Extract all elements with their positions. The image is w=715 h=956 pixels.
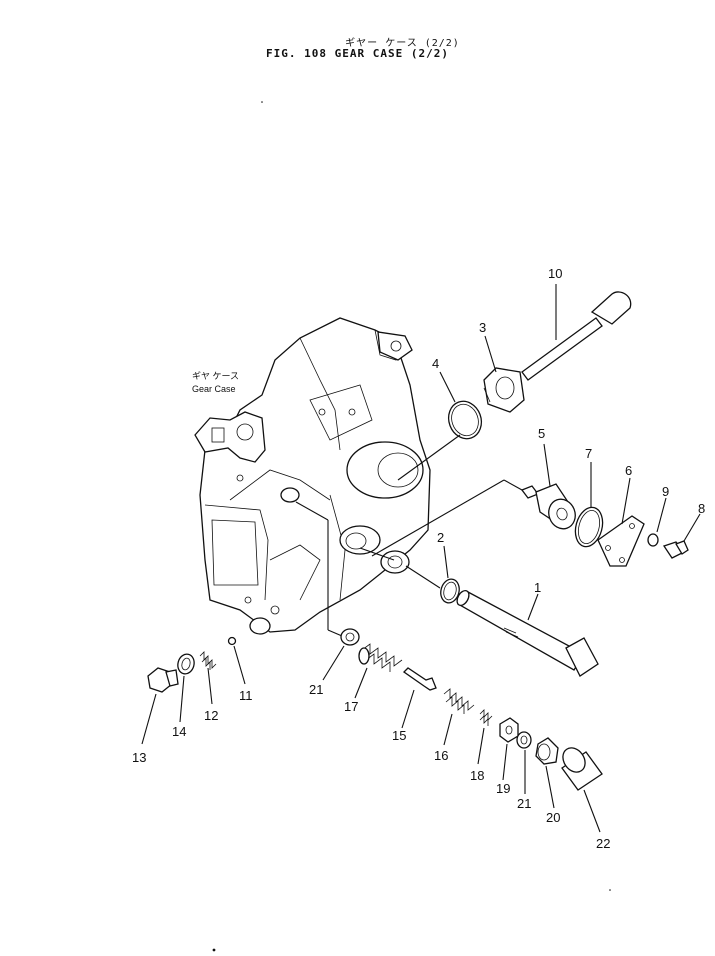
part-label-16: 16 [434, 748, 448, 763]
part-label-3: 3 [479, 320, 486, 335]
gear-case-label-japanese: ギヤ ケース [192, 371, 240, 381]
part-1-sleeve [456, 589, 599, 677]
part-5-valve-body [520, 443, 576, 530]
part-label-11: 11 [239, 688, 253, 703]
part-label-14: 14 [172, 724, 186, 739]
part-label-21-left: 21 [309, 682, 323, 697]
part-11-ball [227, 636, 246, 685]
part-6-cover-plate [597, 477, 645, 567]
part-label-10: 10 [548, 266, 562, 281]
part-label-21-right: 21 [517, 796, 531, 811]
leader-lines [295, 479, 523, 637]
part-label-12: 12 [204, 708, 218, 723]
part-label-5: 5 [538, 426, 545, 441]
part-label-9: 9 [662, 484, 669, 499]
part-label-15: 15 [392, 728, 406, 743]
part-label-2: 2 [437, 530, 444, 545]
part-21-washer [516, 731, 532, 794]
part-3-cap [483, 335, 525, 413]
part-14-gasket [177, 653, 195, 723]
part-label-7: 7 [585, 446, 592, 461]
part-label-13: 13 [132, 750, 146, 765]
part-label-20: 20 [546, 810, 560, 825]
part-label-1: 1 [534, 580, 541, 595]
print-speck [261, 101, 263, 103]
figure-title-japanese: ギヤー ケース (2/2) [345, 38, 460, 49]
part-15-plunger [401, 667, 437, 729]
part-4-o-ring [397, 371, 483, 481]
part-10-rod [521, 284, 632, 381]
part-21-washer [322, 628, 360, 681]
part-2-o-ring [405, 545, 460, 604]
part-9-washer [647, 497, 667, 547]
part-19-nut [499, 717, 519, 781]
gear-case-housing [194, 317, 431, 635]
part-label-22: 22 [596, 836, 610, 851]
part-16-spring [443, 688, 475, 746]
part-12-spring [199, 651, 217, 705]
part-7-o-ring [574, 462, 604, 548]
part-label-8: 8 [698, 501, 705, 516]
gear-case-label: Gear Case [192, 384, 236, 394]
part-label-17: 17 [344, 699, 358, 714]
part-20-cap [535, 737, 559, 809]
print-speck [212, 948, 216, 952]
part-label-19: 19 [496, 781, 510, 796]
part-label-4: 4 [432, 356, 439, 371]
part-label-6: 6 [625, 463, 632, 478]
part-22-cup [561, 747, 603, 833]
part-17-spring [354, 643, 403, 699]
print-speck [609, 889, 611, 891]
figure-title: FIG. 108 GEAR CASE (2/2) [266, 47, 449, 60]
part-8-bolt [662, 513, 701, 559]
part-18-spring [477, 709, 493, 765]
part-label-18: 18 [470, 768, 484, 783]
part-13-plug [141, 667, 179, 745]
